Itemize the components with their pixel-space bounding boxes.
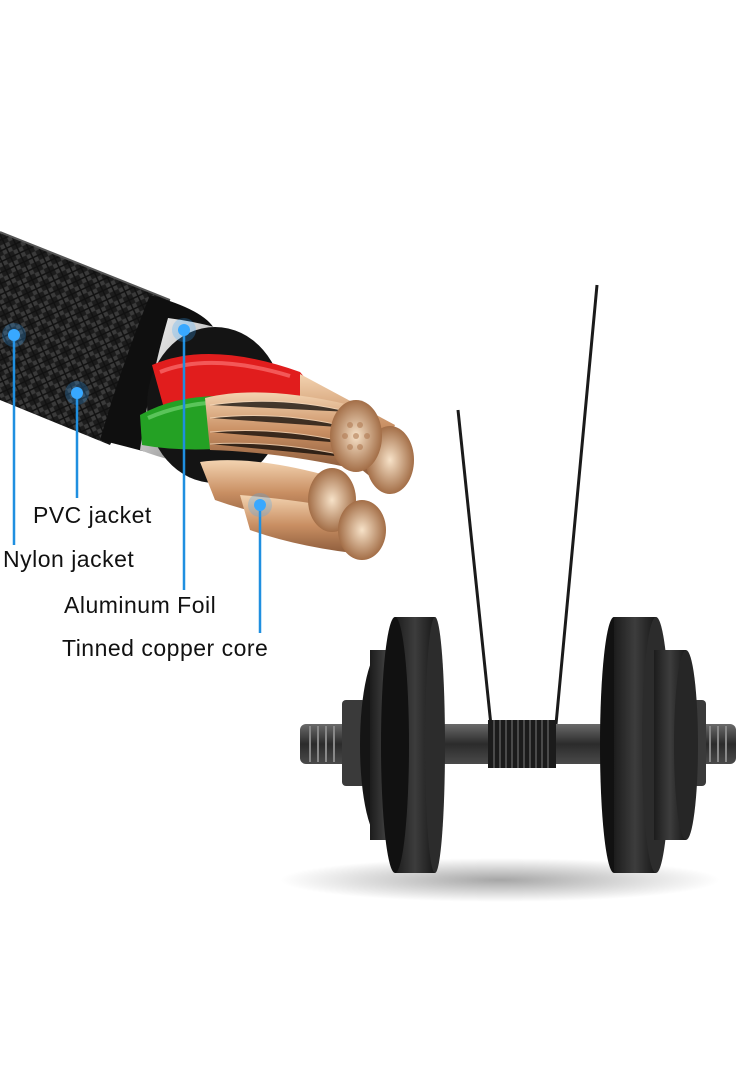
hanging-cable-right	[553, 284, 599, 736]
cable	[0, 231, 414, 560]
core-callout-dot	[254, 499, 266, 511]
foil-callout-dot	[178, 324, 190, 336]
copper-strands-main	[205, 392, 382, 472]
nylon-callout-dot	[8, 329, 20, 341]
nylon-jacket-label: Nylon jacket	[3, 546, 135, 572]
callout-lines	[2, 318, 272, 633]
pvc-callout-dot	[71, 387, 83, 399]
pvc-jacket-label: PVC jacket	[33, 502, 152, 528]
dumbbell	[280, 284, 736, 902]
cable-wrap	[488, 720, 556, 768]
copper-strands-lower	[200, 460, 386, 560]
left-weight-plates	[360, 617, 445, 873]
tinned-copper-core-label: Tinned copper core	[62, 635, 269, 661]
dumbbell-shadow	[280, 858, 720, 902]
aluminum-foil-label: Aluminum Foil	[64, 592, 217, 618]
right-weight-plates	[600, 617, 698, 873]
hanging-cable-left	[456, 409, 494, 736]
